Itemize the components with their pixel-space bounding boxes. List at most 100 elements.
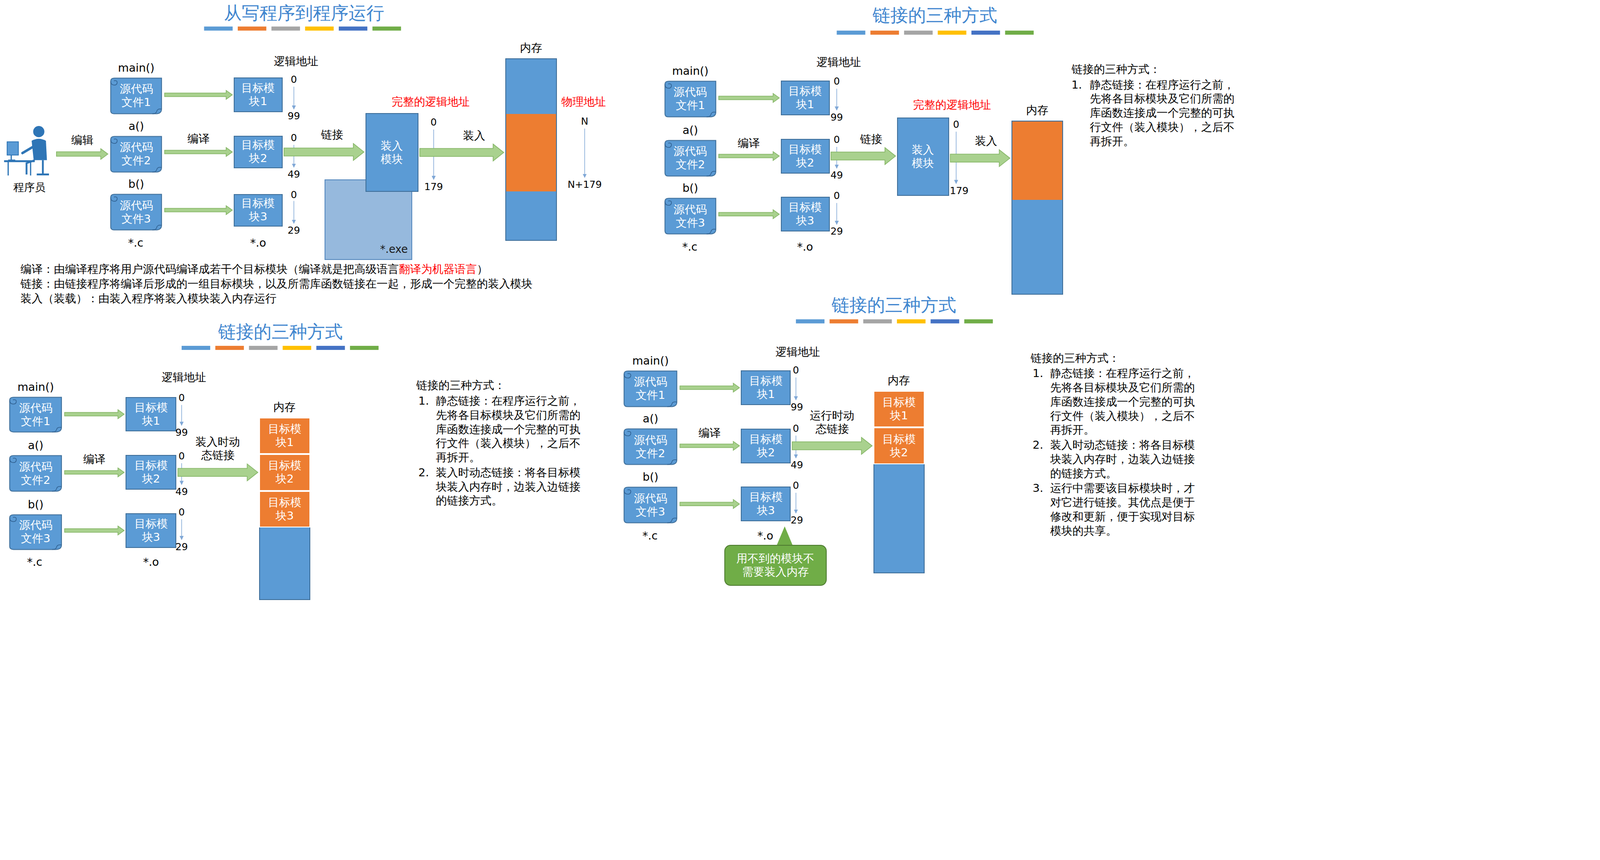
caption-text: 链接的三种方式：	[1030, 351, 1120, 366]
node-text: 目标模块1	[240, 81, 277, 109]
address-number: 0	[792, 422, 800, 435]
node-text: 源代码文件2	[632, 433, 669, 461]
node-text: 目标模块3	[787, 200, 824, 228]
memory-segment: 目标模块2	[873, 427, 925, 465]
caption-text: 逻辑地址	[273, 54, 319, 69]
node-text: 目标模块2	[266, 458, 303, 486]
address-arrow	[795, 492, 796, 514]
address-number: 99	[175, 426, 188, 439]
note-line: 编译：由编译程序将用户源代码编译成若干个目标模块（编译就是把高级语言	[20, 262, 399, 277]
object-module: 目标模块2	[125, 454, 177, 490]
connector-arrow	[64, 526, 125, 536]
color-bar	[248, 345, 278, 350]
node-text: 源代码文件3	[672, 203, 709, 230]
node-text: 源代码文件1	[632, 375, 669, 403]
node-text: 目标模块2	[133, 458, 169, 486]
node-text: 目标模块1	[881, 395, 917, 423]
section-title: 链接的三种方式	[831, 293, 957, 317]
object-module: 目标模块3	[740, 486, 791, 522]
address-number: 0	[178, 450, 185, 463]
node-text: *.exe	[380, 243, 408, 256]
scroll-body	[9, 514, 62, 550]
node-text: a()	[28, 438, 44, 453]
address-arrow	[584, 128, 585, 178]
connector-arrow	[164, 147, 233, 157]
scroll-body	[110, 136, 162, 172]
scroll-curl	[110, 138, 162, 172]
node-text: 目标模块1	[133, 401, 169, 428]
connector-label: 编译	[697, 426, 723, 440]
color-bar	[930, 319, 959, 324]
address-number: N	[580, 115, 589, 128]
caption-text: 链接的三种方式：	[1071, 62, 1161, 77]
programmer-figure: 程序员	[4, 120, 56, 195]
connector-arrow	[679, 499, 740, 509]
color-bar	[316, 345, 346, 350]
scroll-body	[110, 194, 162, 231]
node-text: 内存	[1026, 103, 1049, 118]
caption-text: 逻辑地址	[816, 55, 861, 70]
node-text: 用不到的模块不需要装入内存	[735, 552, 816, 579]
section-title: 链接的三种方式	[218, 320, 343, 344]
node-text: main()	[632, 354, 669, 368]
node-text: a()	[128, 119, 145, 134]
note-line: 装入（装载）：由装入程序将装入模块装入内存运行	[20, 291, 277, 306]
node-text: main()	[672, 64, 709, 78]
section-title: 从写程序到程序运行	[223, 1, 385, 25]
object-module: 目标模块3	[125, 513, 177, 549]
node-text: 目标模块3	[266, 495, 303, 523]
caption-text: 1.	[1071, 77, 1083, 93]
scroll-curl	[624, 431, 678, 465]
object-module: 目标模块3	[233, 194, 283, 227]
node-text: 源代码文件3	[632, 491, 669, 519]
connector-arrow	[831, 147, 896, 165]
source-file: b()源代码文件3	[663, 196, 718, 236]
connector-arrow	[284, 143, 365, 161]
connector-label: 编译	[81, 452, 107, 467]
address-heading: 物理地址	[561, 94, 606, 110]
source-file: b()源代码文件3	[109, 192, 164, 232]
source-file: a()源代码文件2	[109, 134, 164, 174]
monitor-shape	[7, 142, 19, 156]
title-color-bars	[181, 26, 1034, 351]
address-heading: 完整的逻辑地址	[391, 94, 470, 110]
memory-column: 内存	[1011, 120, 1064, 296]
source-file: a()源代码文件2	[8, 454, 64, 493]
address-arrow	[836, 88, 837, 110]
source-file: main()源代码文件1	[109, 76, 164, 116]
color-bar	[237, 26, 267, 31]
color-bar	[372, 26, 402, 31]
source-file: main()源代码文件1	[8, 395, 64, 434]
color-bar	[937, 30, 967, 35]
programmer-icon	[4, 125, 49, 176]
scroll-curl	[9, 517, 62, 550]
connector-arrow	[950, 149, 1011, 167]
address-heading: 完整的逻辑地址	[913, 97, 991, 113]
memory-segment: 目标模块1	[259, 417, 311, 455]
color-bar	[282, 345, 312, 350]
address-number: 0	[833, 75, 841, 88]
caption-text: *.o	[757, 528, 774, 544]
node-text: 目标模块2	[881, 432, 917, 460]
scroll-curl	[624, 373, 678, 407]
callout-bubble: 用不到的模块不需要装入内存	[724, 544, 827, 586]
scroll-body	[624, 429, 678, 465]
address-number: 0	[792, 364, 800, 377]
address-number: 29	[287, 224, 301, 237]
node-text: 目标模块2	[747, 432, 784, 460]
caption-text: *.o	[250, 235, 267, 251]
node-text: b()	[642, 470, 659, 484]
node-text: 内存	[519, 41, 543, 55]
node-text: 装入模块	[910, 143, 936, 171]
address-number: 99	[790, 401, 804, 414]
object-module: 目标模块1	[740, 370, 791, 406]
color-bar	[349, 345, 379, 350]
address-number: 0	[290, 73, 297, 86]
node-text: b()	[682, 181, 699, 195]
node-text: 内存	[887, 373, 910, 388]
scroll-body	[624, 370, 678, 407]
address-arrow	[836, 203, 837, 225]
color-bar	[971, 30, 1000, 35]
